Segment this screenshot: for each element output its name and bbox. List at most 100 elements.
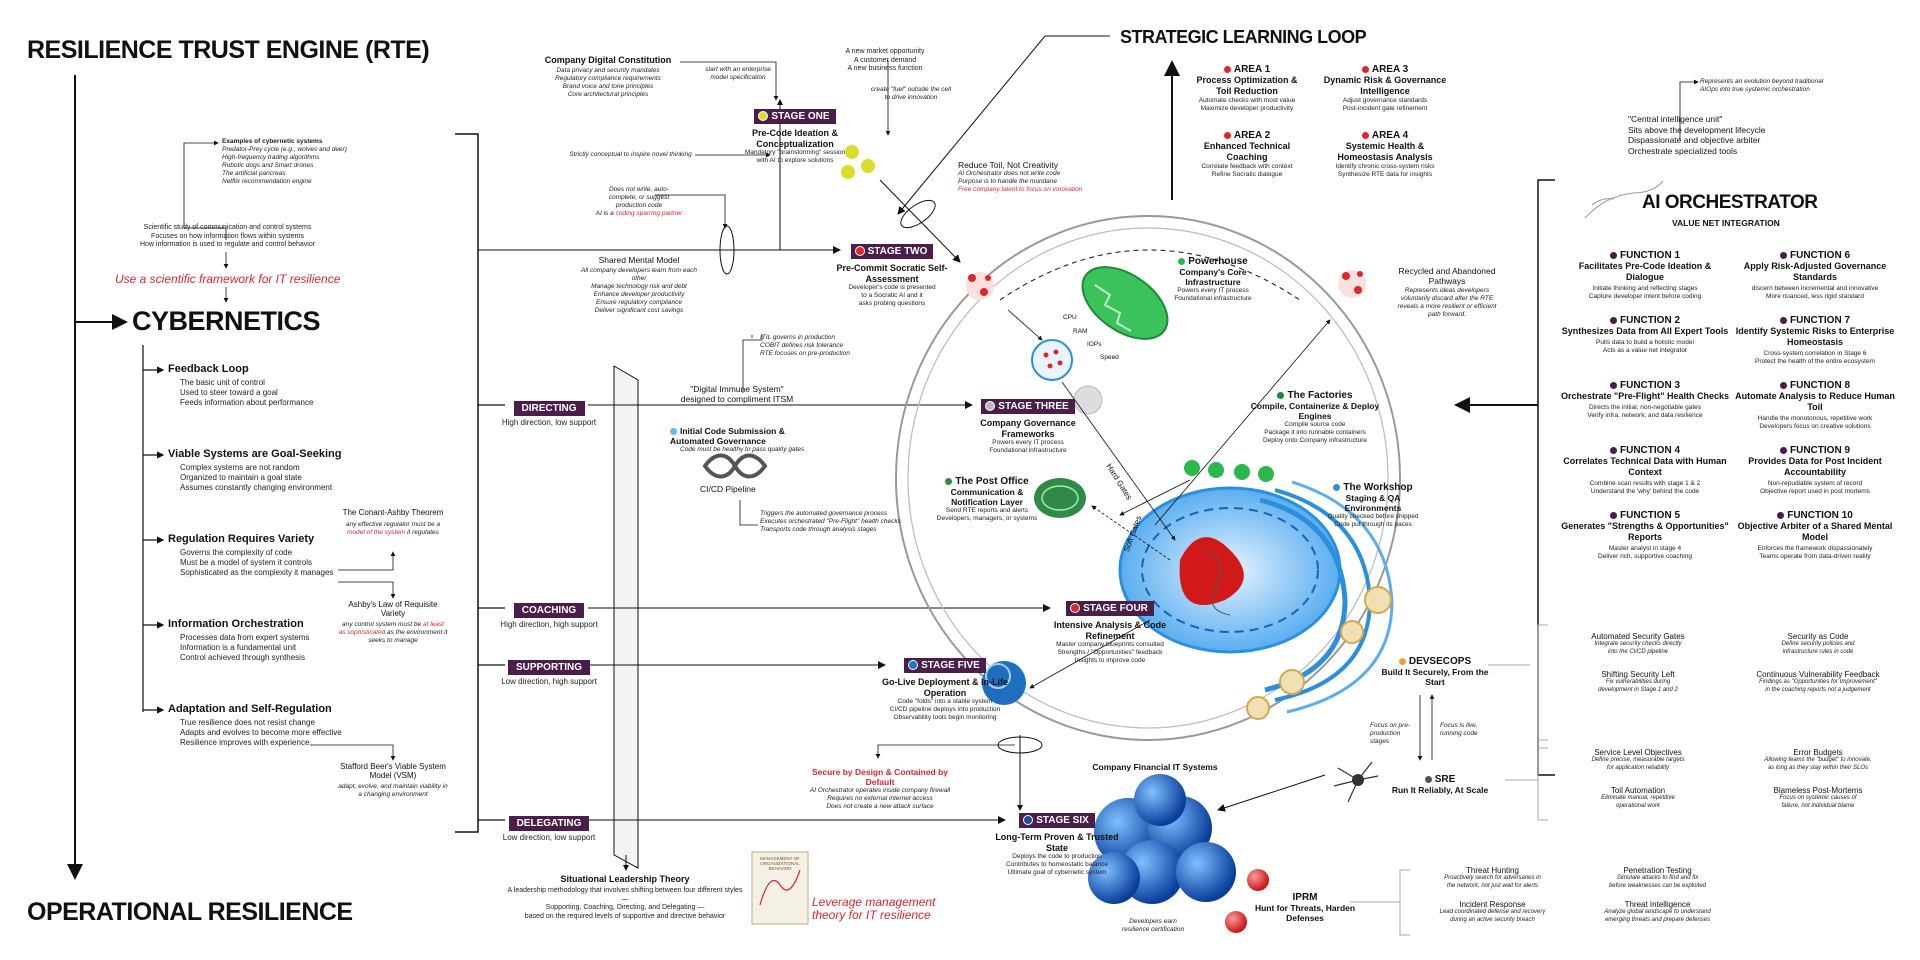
practice-title: Automated Security Gates [1591, 632, 1685, 641]
initial-line: Code must be healthy to pass quality gat… [680, 446, 805, 453]
stage-line: CI/CD pipeline deploys into production [889, 706, 1001, 713]
function-line: Master analyst in stage 4 [1608, 545, 1682, 552]
leadership-sub: High direction, low support [501, 418, 597, 427]
stage-six-dot [1023, 815, 1034, 825]
stage-four: STAGE FOUR Intensive Analysis & Code Ref… [1045, 600, 1175, 665]
triggers-line: Triggers the automated governance proces… [760, 510, 888, 517]
conant-note-red: model of the system [347, 529, 406, 536]
practice-title: Penetration Testing [1623, 866, 1692, 875]
sre-sub: Run It Reliably, At Scale [1391, 785, 1489, 795]
powerhouse: Powerhouse Company's Core Infrastructure… [1158, 256, 1268, 303]
area-3: AREA 3 Dynamic Risk & Governance Intelli… [1320, 64, 1450, 113]
the-factories: The Factories Compile, Containerize & De… [1250, 390, 1380, 445]
cyb-item-orchestration: Information Orchestration Processes data… [168, 618, 388, 663]
itil-line: RTE focuses on pre-production [760, 350, 850, 357]
practice-title: Continuous Vulnerability Feedback [1756, 670, 1880, 679]
ram-label: RAM [1073, 328, 1088, 335]
practice-line: Analyze global landscape to understand [1604, 909, 1711, 915]
ashby-note: as the environment it seeks to manage [368, 629, 448, 644]
immune-system: "Digital Immune System" designed to comp… [680, 384, 794, 404]
cyb-line: Information is a fundamental unit [180, 643, 297, 652]
post-office-sub: Communication & Notification Layer [950, 487, 1024, 507]
conceptual-note: Strictly conceptual to inspire novel thi… [569, 151, 692, 158]
practice-line: during an active security breach [1450, 916, 1535, 923]
market-line: A new business function [847, 65, 923, 72]
financial-cluster [1088, 774, 1236, 904]
reduce-red: Free company talent to focus on innovati… [958, 186, 1083, 193]
ashby-title: Ashby's Law of Requisite Variety [348, 600, 438, 618]
situational-leadership: Situational Leadership Theory A leadersh… [505, 874, 745, 921]
mental-line: Enhance developer productivity [593, 291, 685, 298]
enterprise-model-note: start with an enterprise model specifica… [705, 66, 771, 81]
area-1: AREA 1 Process Optimization & Toil Reduc… [1192, 64, 1302, 113]
practice-line: Proactively search for adversaries in [1444, 875, 1541, 881]
practice-title: Toil Automation [1610, 786, 1666, 795]
function-line: Understand the 'why' behind the code [1590, 488, 1700, 495]
practice-line: Focus on systemic causes of [1779, 795, 1857, 801]
stage-line: to a Socratic AI and it [861, 292, 923, 299]
post-office-line: Developers, managers, or systems [936, 515, 1038, 522]
practice-line: operational work [1615, 802, 1661, 809]
mental-line: Manage technology risk and debt [591, 283, 687, 290]
central-line: "Central intelligence unit" [1628, 114, 1723, 124]
function-sub: Generates "Strengths & Opportunities" Re… [1561, 521, 1729, 542]
stage-tag: STAGE FIVE [921, 659, 980, 671]
function-line: Enforces the framework dispassionately [1757, 545, 1873, 552]
powerhouse-sub: Company's Core Infrastructure [1179, 267, 1247, 287]
stage-title: Go-Live Deployment & In-Life Operation [881, 677, 1008, 698]
function-title: FUNCTION 1 [1620, 250, 1680, 261]
stage-line: Mandatory "brainstorming" session [744, 149, 846, 156]
function-line: Deliver rich, supportive coaching [1598, 553, 1692, 560]
reduce-toil: Reduce Toil, Not Creativity AI Orchestra… [958, 160, 1098, 194]
area-line: Correlate feedback with context [1201, 163, 1293, 170]
the-workshop: The Workshop Staging & QA Environments Q… [1318, 482, 1428, 529]
cyb-line: Used to steer toward a goal [180, 388, 278, 397]
function-title: FUNCTION 3 [1620, 380, 1680, 391]
practice-line: infrastructure rules in code [1782, 648, 1854, 655]
workshop-line: Quality checked before shipped [1327, 513, 1419, 520]
leadership-tag: DIRECTING [513, 401, 585, 416]
function-line: Verify infra, network, and data resilien… [1587, 412, 1703, 419]
cyb-line: Resilience improves with experience [180, 738, 310, 747]
vsm: Stafford Beer's Viable System Model (VSM… [338, 762, 448, 799]
workshop-title: The Workshop [1343, 482, 1413, 493]
practice-line: Simulate attacks to find and fix [1616, 875, 1699, 881]
factories-sub: Compile, Containerize & Deploy Engines [1250, 401, 1380, 421]
vsm-note: adapt, evolve, and maintain viability in… [338, 783, 448, 798]
practice-line: failure, not individual blame [1781, 802, 1855, 809]
central-line: Dispassionate and objective arbiter [1628, 135, 1761, 145]
ashby-note: any control system must be [342, 621, 422, 628]
itil-line: ITIL governs in production [760, 334, 836, 341]
area-line: Automate checks with most value [1198, 97, 1296, 104]
function-sub: Provides Data for Post Incident Accounta… [1748, 456, 1882, 477]
cyb-item-title: Viable Systems are Goal-Seeking [168, 448, 342, 460]
leadership-delegating: DELEGATING Low direction, low support [494, 813, 604, 842]
practice-title: Security as Code [1787, 632, 1849, 641]
stage-six: STAGE SIX Long-Term Proven & Trusted Sta… [992, 812, 1122, 877]
area-title: AREA 1 [1233, 64, 1271, 75]
post-office-title: The Post Office [955, 476, 1029, 487]
stage-three: STAGE THREE Company Governance Framework… [968, 398, 1088, 455]
function-title: FUNCTION 6 [1790, 250, 1850, 261]
the-post-office: The Post Office Communication & Notifica… [932, 476, 1042, 523]
definition-line: Focuses on how information flows within … [151, 232, 304, 240]
function-title: FUNCTION 10 [1787, 510, 1853, 521]
cyb-line: Complex systems are not random [180, 463, 300, 472]
cyb-item-variety: Regulation Requires Variety Governs the … [168, 533, 388, 578]
function-sub: Correlates Technical Data with Human Con… [1563, 456, 1727, 477]
devsecops-sub: Build It Securely, From the Start [1381, 667, 1489, 687]
